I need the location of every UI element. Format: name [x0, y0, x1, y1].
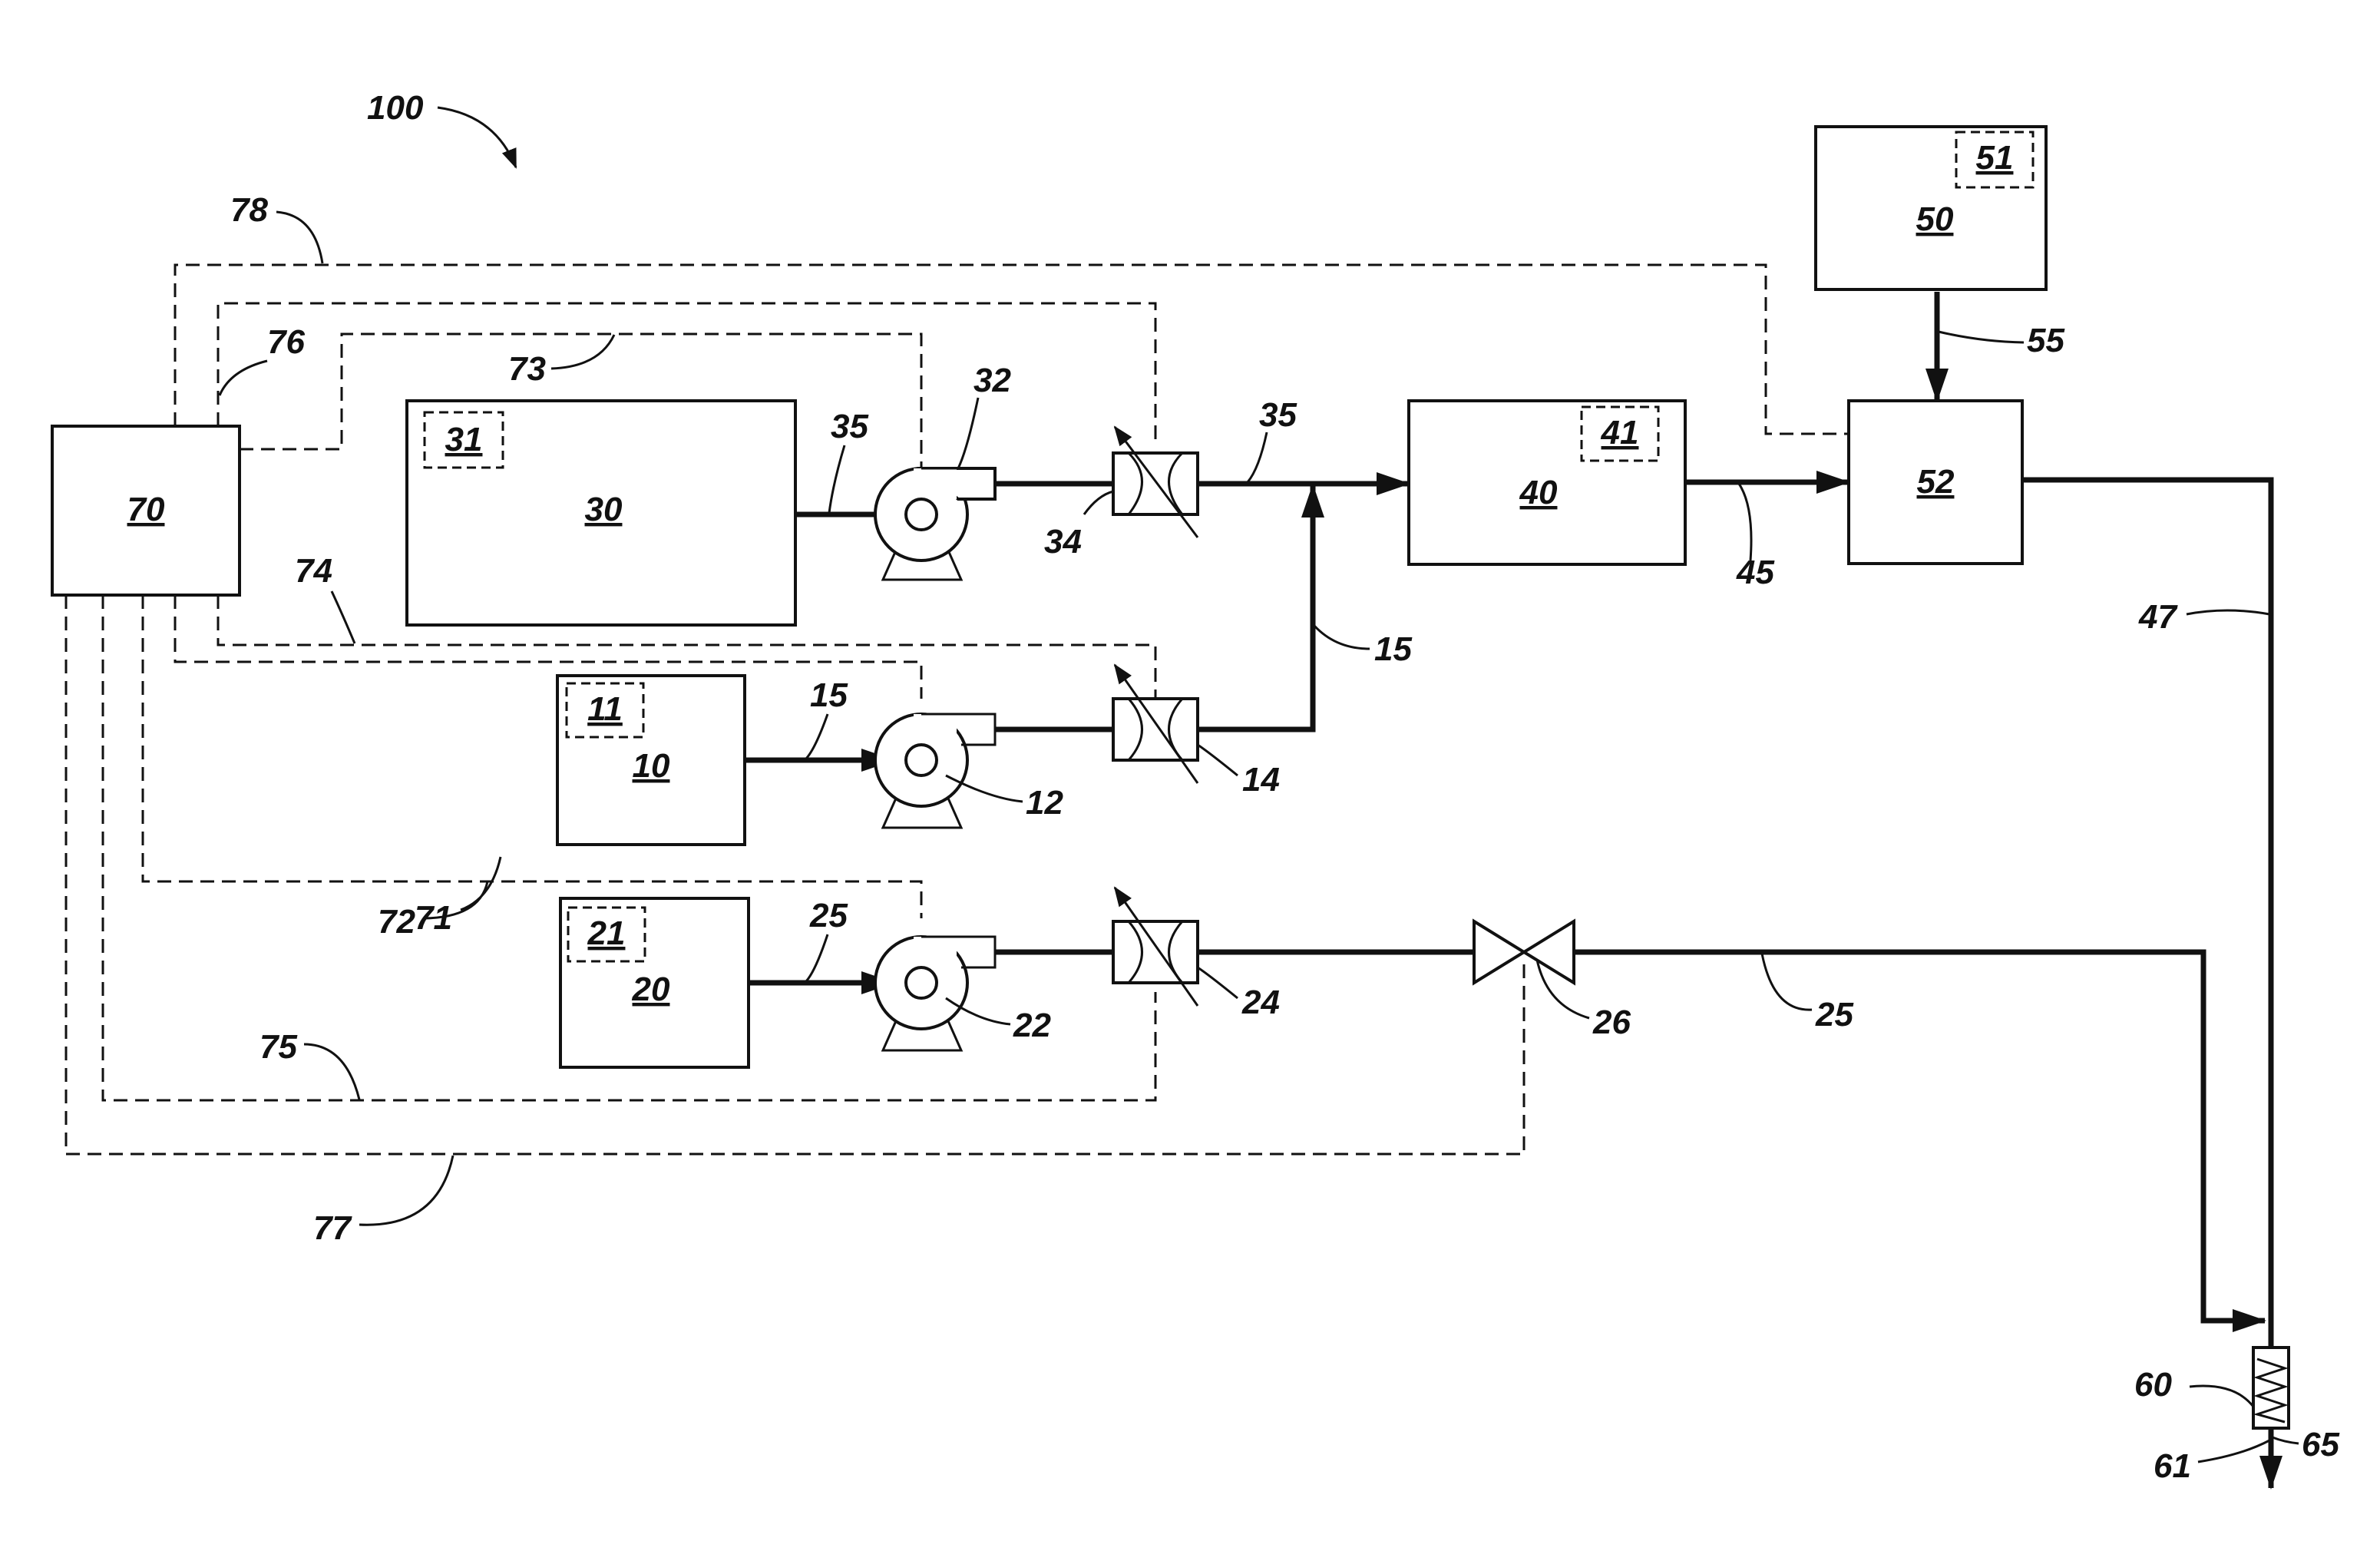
svg-text:52: 52 [1917, 463, 1955, 501]
svg-text:55: 55 [2027, 322, 2064, 359]
signal-line-77 [66, 595, 1524, 1154]
svg-text:11: 11 [587, 690, 623, 728]
svg-text:77: 77 [313, 1209, 352, 1247]
source-10: 11 10 [557, 676, 745, 845]
pump-32 [875, 468, 995, 580]
svg-text:100: 100 [367, 89, 424, 127]
svg-text:40: 40 [1519, 474, 1558, 511]
meter-24 [1113, 888, 1198, 1006]
svg-text:50: 50 [1916, 200, 1954, 238]
svg-text:30: 30 [585, 491, 623, 528]
svg-text:76: 76 [267, 323, 305, 361]
svg-text:21: 21 [587, 914, 626, 952]
svg-text:60: 60 [2134, 1366, 2172, 1404]
pump-22 [875, 937, 995, 1050]
svg-text:47: 47 [2138, 598, 2178, 636]
unit-40: 41 40 [1409, 401, 1685, 564]
unit-50: 51 50 [1816, 127, 2046, 289]
svg-text:41: 41 [1601, 414, 1639, 451]
svg-text:74: 74 [295, 552, 332, 590]
svg-text:24: 24 [1241, 984, 1280, 1021]
svg-text:78: 78 [230, 191, 268, 229]
svg-text:32: 32 [973, 362, 1011, 399]
pipe-25-main [1574, 952, 2265, 1321]
svg-text:72: 72 [378, 903, 415, 941]
svg-text:12: 12 [1026, 784, 1063, 822]
meter-34 [1113, 427, 1198, 537]
svg-text:15: 15 [810, 676, 848, 714]
svg-text:25: 25 [1815, 996, 1853, 1033]
svg-text:35: 35 [831, 408, 868, 445]
svg-text:73: 73 [508, 350, 546, 388]
signal-line-labels: 71 72 73 74 75 76 77 78 [220, 191, 614, 1247]
source-30: 31 30 [407, 401, 795, 625]
signal-line-72 [143, 595, 921, 918]
heater-60 [2253, 1348, 2289, 1428]
svg-text:75: 75 [259, 1028, 297, 1066]
svg-text:25: 25 [809, 897, 848, 934]
svg-text:14: 14 [1242, 761, 1280, 799]
system-ref-100: 100 [367, 89, 516, 167]
svg-text:35: 35 [1259, 396, 1297, 434]
svg-text:20: 20 [632, 971, 670, 1008]
unit-52: 52 [1849, 401, 2022, 564]
source-20: 21 20 [560, 898, 749, 1067]
controller-70: 70 [52, 426, 240, 595]
svg-text:70: 70 [127, 491, 165, 528]
meter-14 [1113, 665, 1198, 783]
svg-text:15: 15 [1374, 630, 1412, 668]
svg-text:51: 51 [1976, 139, 2014, 177]
svg-text:45: 45 [1736, 554, 1774, 591]
svg-text:26: 26 [1592, 1004, 1631, 1041]
svg-text:31: 31 [445, 421, 483, 458]
pipe-15-riser [1198, 485, 1313, 729]
signal-lines [66, 265, 1850, 1154]
svg-text:61: 61 [2154, 1447, 2191, 1485]
svg-text:22: 22 [1013, 1007, 1051, 1044]
svg-text:34: 34 [1044, 523, 1082, 561]
svg-text:10: 10 [633, 747, 670, 785]
svg-text:65: 65 [2302, 1426, 2339, 1463]
pump-12 [875, 714, 995, 828]
